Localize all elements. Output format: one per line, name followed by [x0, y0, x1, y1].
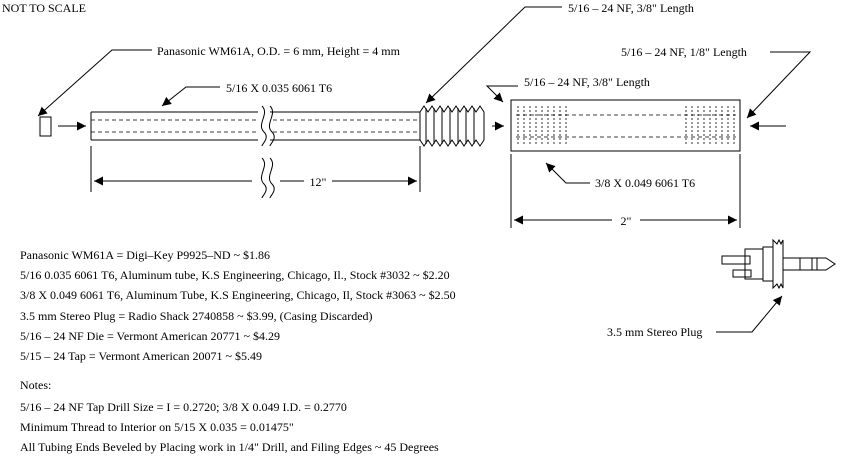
microphone-capsule: [39, 116, 52, 137]
dim-break-a: [260, 157, 267, 199]
dim-12-label: 12": [310, 175, 327, 189]
dim-break-b: [268, 157, 275, 199]
long-tube: [90, 105, 420, 147]
notes-item: 5/16 – 24 NF Tap Drill Size = I = 0.2720…: [20, 400, 347, 414]
mic-label: Panasonic WM61A, O.D. = 6 mm, Height = 4…: [157, 44, 401, 58]
tube1-leader: [161, 86, 220, 107]
plug-leader: [716, 295, 783, 333]
scale-note: NOT TO SCALE: [2, 1, 86, 15]
tube2-leader: [545, 162, 590, 184]
parts-list-item: 5/16 – 24 NF Die = Vermont American 2077…: [20, 329, 280, 343]
tube1-label: 5/16 X 0.035 6061 T6: [226, 81, 332, 95]
stereo-plug-drawing: [721, 238, 836, 290]
parts-list-item: Panasonic WM61A = Digi–Key P9925–ND ~ $1…: [20, 248, 270, 262]
thread-top-label: 5/16 – 24 NF, 3/8" Length: [568, 1, 694, 15]
thread-mid-label: 5/16 – 24 NF, 3/8" Length: [524, 75, 650, 89]
thread-top-leader: [425, 6, 562, 104]
parts-list: Panasonic WM61A = Digi–Key P9925–ND ~ $1…: [20, 248, 456, 363]
mic-leader: [37, 49, 152, 117]
parts-list-item: 3/8 X 0.049 6061 T6, Aluminum Tube, K.S …: [20, 288, 456, 302]
coupler-tube: [510, 99, 741, 152]
dim-2-label: 2": [621, 214, 632, 228]
parts-list-item: 5/16 0.035 6061 T6, Aluminum tube, K.S E…: [20, 268, 450, 282]
parts-list-item: 5/15 – 24 Tap = Vermont American 20071 ~…: [20, 349, 262, 363]
tube2-label: 3/8 X 0.049 6061 T6: [595, 176, 695, 190]
tube-thread-end: [419, 105, 485, 147]
thread-mid-leader: [485, 85, 518, 103]
notes-item: Minimum Thread to Interior on 5/15 X 0.0…: [20, 420, 294, 434]
notes-item: All Tubing Ends Beveled by Placing work …: [20, 440, 439, 454]
plug-label: 3.5 mm Stereo Plug: [607, 325, 702, 339]
parts-list-item: 3.5 mm Stereo Plug = Radio Shack 2740858…: [20, 309, 373, 323]
notes-heading: Notes:: [20, 378, 51, 392]
notes: Notes: 5/16 – 24 NF Tap Drill Size = I =…: [20, 378, 439, 454]
thread-right-label: 5/16 – 24 NF, 1/8" Length: [621, 45, 747, 59]
thread-right-leader: [746, 51, 812, 119]
